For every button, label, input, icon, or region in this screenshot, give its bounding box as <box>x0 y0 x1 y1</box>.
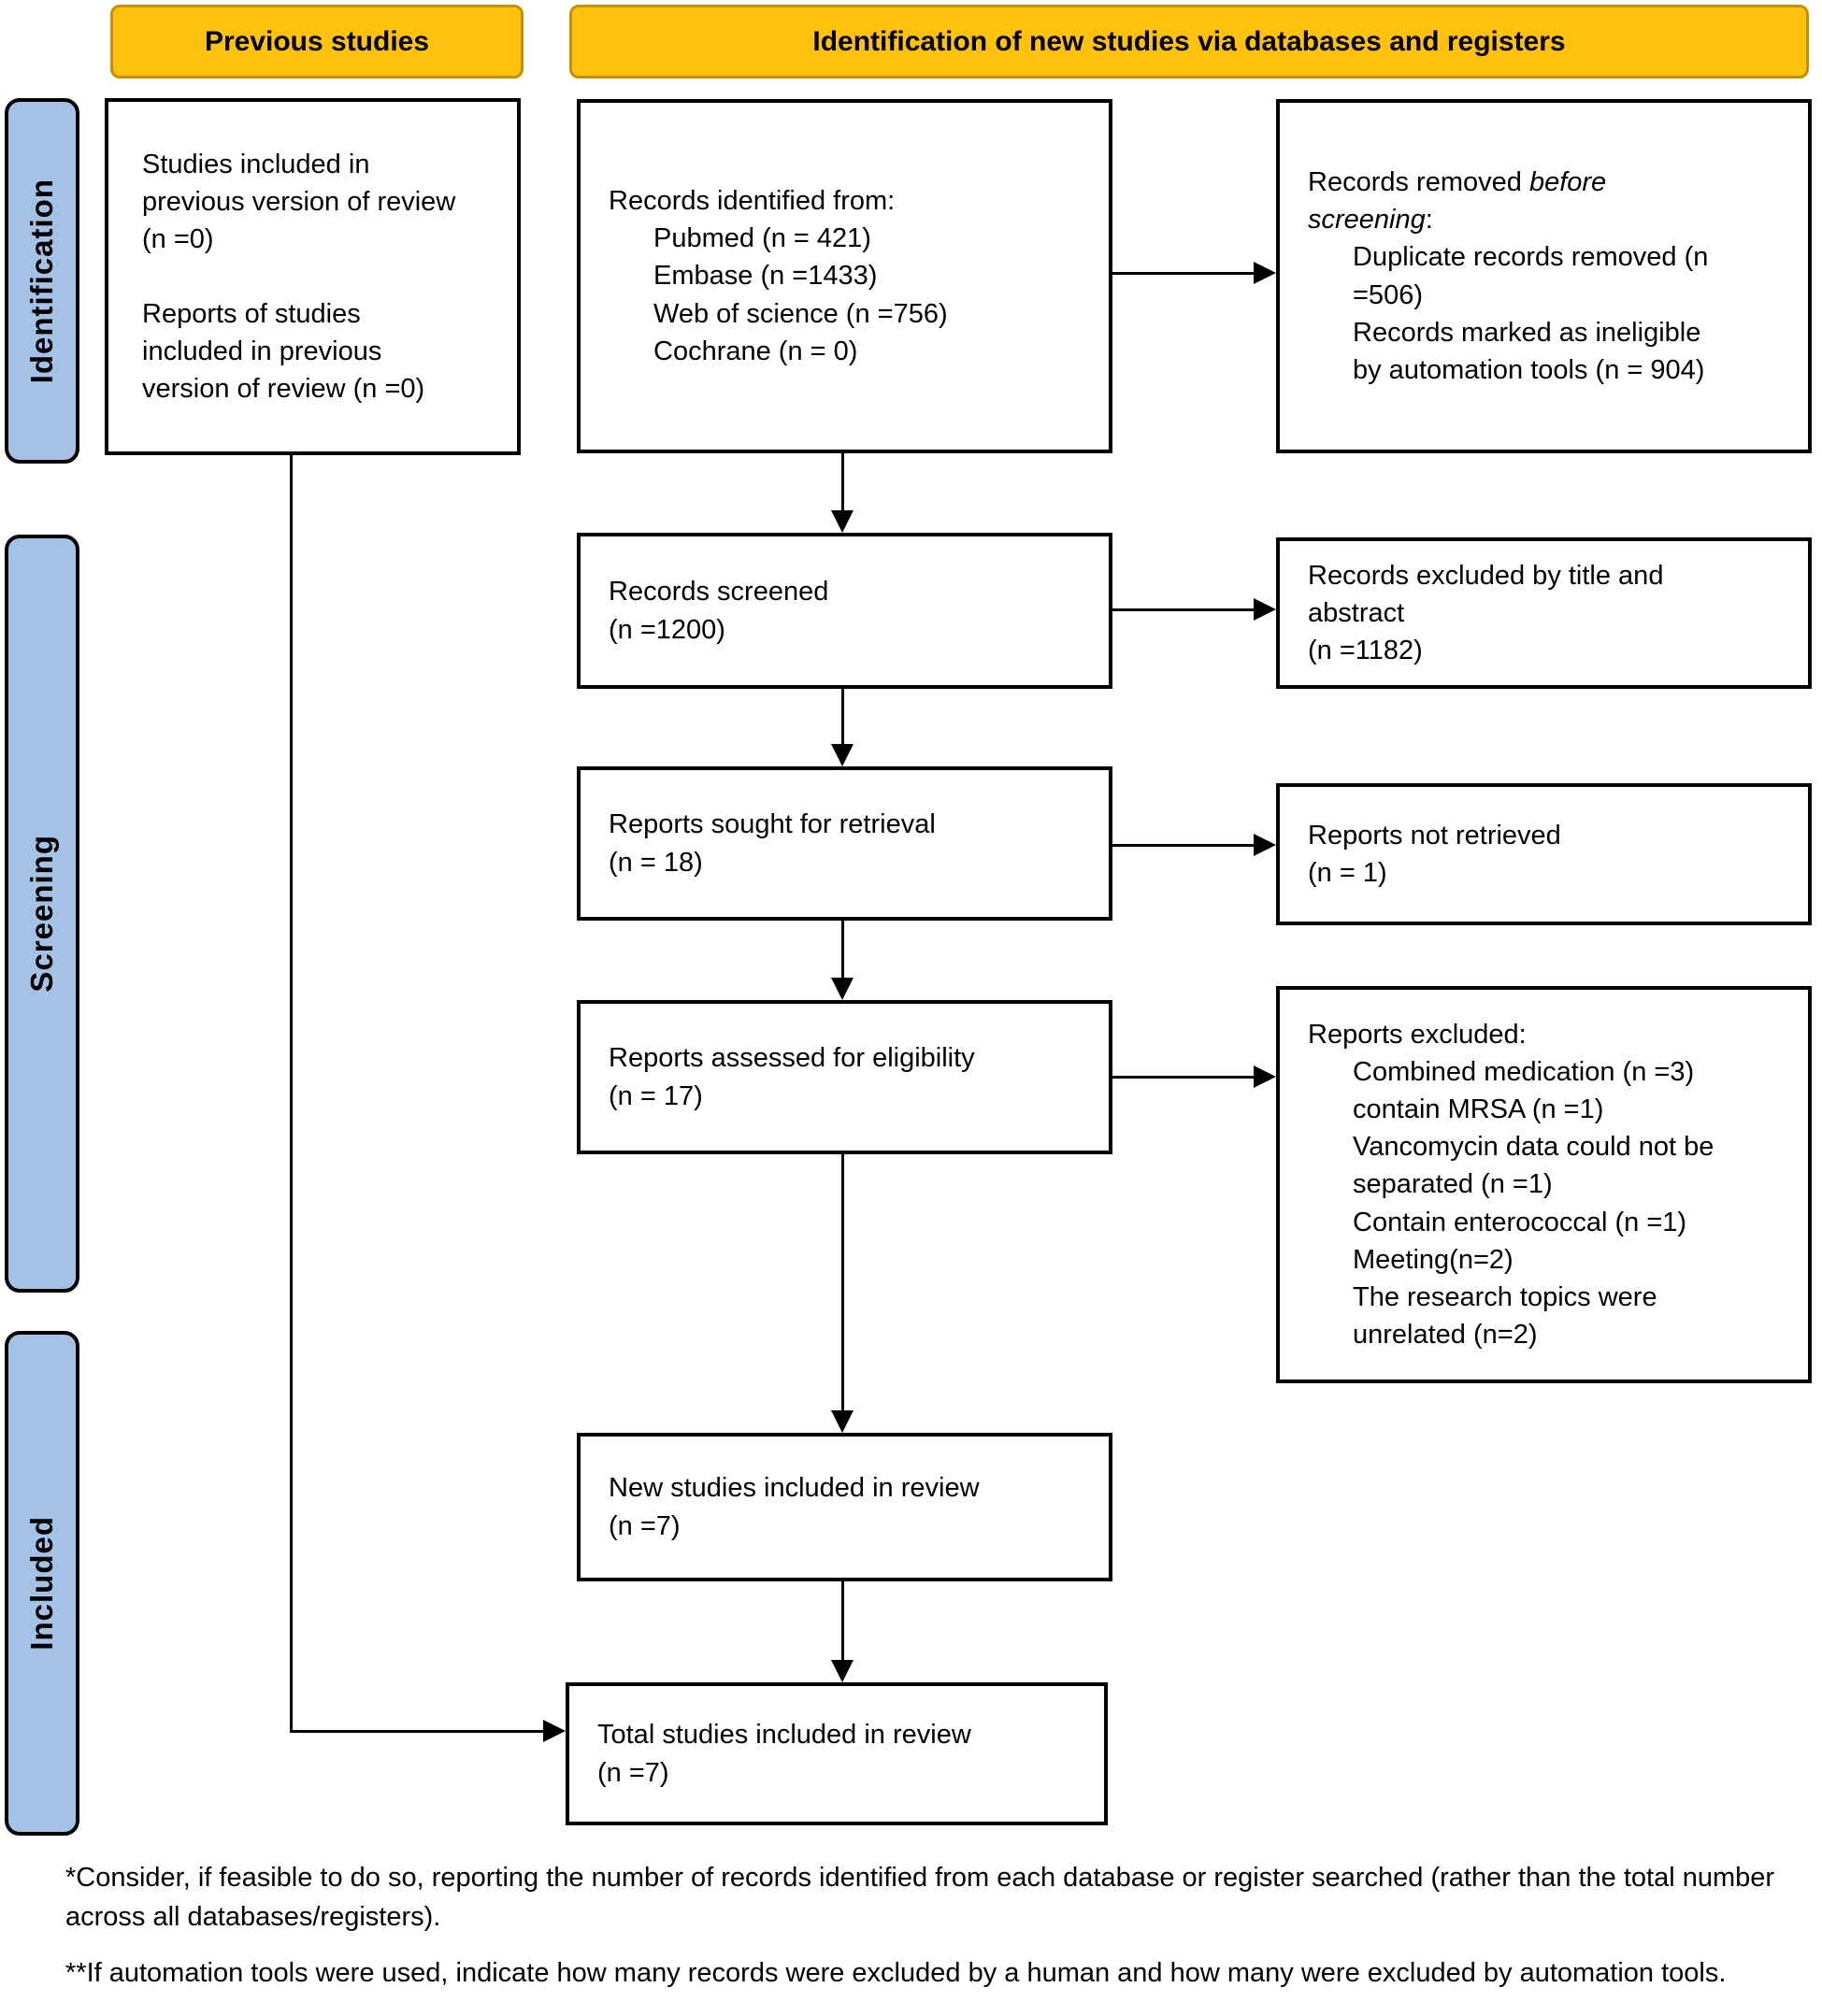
total-studies-line2: (n =7) <box>597 1757 669 1788</box>
arrow-screened-to-sought-head <box>831 744 854 766</box>
arrow-sought-to-notretrieved-head <box>1254 834 1276 856</box>
arrow-sought-to-assessed-head <box>831 978 854 1000</box>
arrow-assessed-to-new-head <box>831 1410 854 1433</box>
phase-label-screening: Screening <box>5 535 79 1293</box>
reports-not-retrieved-line1: Reports not retrieved <box>1308 820 1561 851</box>
arrow-previous-to-total-head <box>543 1720 566 1742</box>
records-excluded-line1: Records excluded by title and abstract <box>1308 560 1664 628</box>
footnote-databases: *Consider, if feasible to do so, reporti… <box>65 1863 1775 1933</box>
records-identified-title: Records identified from: <box>609 186 896 217</box>
records-excluded-line2: (n =1182) <box>1308 636 1423 665</box>
phase-label-included: Included <box>5 1331 79 1836</box>
arrow-screened-to-sought-line <box>841 689 844 746</box>
records-removed-automation: Records marked as ineligible by automati… <box>1353 317 1705 385</box>
records-removed-title: Records removed before screening: <box>1308 164 1719 238</box>
previous-review-para1: Studies included in previous version of … <box>142 149 456 254</box>
arrow-assessed-to-excluded-head <box>1254 1065 1276 1088</box>
box-reports-not-retrieved: Reports not retrieved (n = 1) <box>1276 783 1812 925</box>
box-reports-excluded: Reports excluded: Combined medication (n… <box>1276 986 1812 1383</box>
reports-not-retrieved-line2: (n = 1) <box>1308 858 1387 888</box>
records-identified-pubmed: Pubmed (n = 421) <box>653 223 871 254</box>
previous-review-para2: Reports of studies included in previous … <box>142 299 425 405</box>
arrow-new-to-total-line <box>841 1581 844 1662</box>
records-removed-lead: Records removed <box>1308 167 1529 198</box>
reports-assessed-line1: Reports assessed for eligibility <box>609 1043 975 1074</box>
records-removed-duplicates: Duplicate records removed (n =506) <box>1353 242 1709 310</box>
reports-excluded-meeting: Meeting(n=2) <box>1353 1244 1514 1275</box>
header-previous-studies-label: Previous studies <box>204 25 430 57</box>
box-previous-version-review: Studies included in previous version of … <box>105 98 521 455</box>
arrow-identified-to-screened-head <box>831 510 854 533</box>
records-identified-wos: Web of science (n =756) <box>653 298 948 329</box>
phase-label-identification: Identification <box>5 98 79 464</box>
reports-excluded-unrelated: The research topics were unrelated (n=2) <box>1353 1281 1657 1350</box>
box-reports-sought: Reports sought for retrieval (n = 18) <box>577 766 1112 921</box>
box-reports-assessed: Reports assessed for eligibility (n = 17… <box>577 1000 1112 1154</box>
arrow-screened-to-excluded-head <box>1254 598 1276 621</box>
box-records-identified: Records identified from: Pubmed (n = 421… <box>577 99 1112 453</box>
box-new-studies-included: New studies included in review (n =7) <box>577 1433 1112 1581</box>
records-removed-italic: before screening <box>1308 167 1607 236</box>
new-studies-line1: New studies included in review <box>609 1473 980 1504</box>
arrow-screened-to-excluded-line <box>1112 608 1255 611</box>
reports-excluded-title: Reports excluded: <box>1308 1020 1527 1051</box>
arrow-assessed-to-excluded-line <box>1112 1076 1255 1079</box>
new-studies-line2: (n =7) <box>609 1510 681 1541</box>
records-screened-line2: (n =1200) <box>609 614 725 645</box>
reports-excluded-combined: Combined medication (n =3) <box>1353 1057 1695 1088</box>
reports-sought-line2: (n = 18) <box>609 847 703 878</box>
box-records-excluded: Records excluded by title and abstract (… <box>1276 537 1812 689</box>
box-total-studies-included: Total studies included in review (n =7) <box>566 1682 1108 1825</box>
arrow-previous-to-total-hline <box>290 1730 545 1733</box>
arrow-sought-to-notretrieved-line <box>1112 844 1255 847</box>
arrow-identified-to-removed-line <box>1112 272 1255 275</box>
arrow-previous-to-total-vline <box>290 455 293 1733</box>
records-removed-colon: : <box>1425 205 1433 236</box>
box-records-screened: Records screened (n =1200) <box>577 533 1112 689</box>
reports-excluded-mrsa: contain MRSA (n =1) <box>1353 1094 1604 1125</box>
arrow-new-to-total-head <box>831 1660 854 1682</box>
phase-label-included-text: Included <box>24 1516 59 1651</box>
header-identification-label: Identification of new studies via databa… <box>812 25 1566 57</box>
phase-label-identification-text: Identification <box>24 178 59 384</box>
reports-sought-line1: Reports sought for retrieval <box>609 809 936 840</box>
records-identified-cochrane: Cochrane (n = 0) <box>653 336 858 366</box>
phase-label-screening-text: Screening <box>24 835 59 993</box>
reports-excluded-enterococcal: Contain enterococcal (n =1) <box>1353 1207 1687 1237</box>
reports-assessed-line2: (n = 17) <box>609 1080 703 1111</box>
reports-excluded-vancomycin: Vancomycin data could not be separated (… <box>1353 1132 1714 1200</box>
arrow-identified-to-screened-line <box>841 453 844 512</box>
total-studies-line1: Total studies included in review <box>597 1720 971 1751</box>
footnote-automation: **If automation tools were used, indicat… <box>65 1958 1727 1988</box>
header-previous-studies: Previous studies <box>110 5 524 79</box>
box-records-removed: Records removed before screening: Duplic… <box>1276 99 1812 453</box>
arrow-sought-to-assessed-line <box>841 921 844 979</box>
header-identification-new-studies: Identification of new studies via databa… <box>569 5 1809 79</box>
arrow-identified-to-removed-head <box>1254 262 1276 284</box>
records-identified-embase: Embase (n =1433) <box>653 261 878 292</box>
arrow-assessed-to-new-line <box>841 1154 844 1412</box>
records-screened-line1: Records screened <box>609 577 829 608</box>
